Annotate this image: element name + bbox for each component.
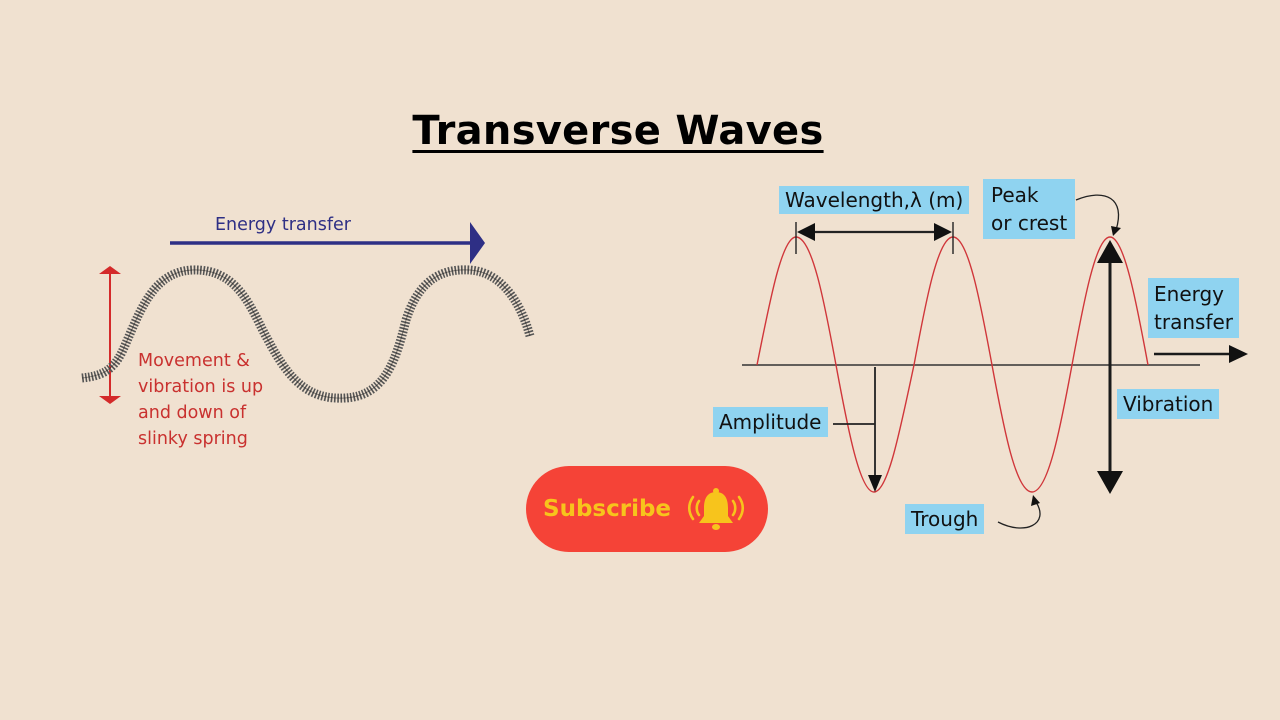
- peak-pointer: [1075, 194, 1121, 236]
- peak-label-line1: Peak: [991, 183, 1039, 207]
- description-line: Movement &: [138, 351, 250, 371]
- bell-ringing-icon: [685, 484, 747, 534]
- left-energy-transfer-arrow: [170, 222, 485, 264]
- subscribe-button[interactable]: Subscribe: [526, 466, 768, 552]
- left-energy-transfer-label: Energy transfer: [215, 215, 351, 235]
- movement-arrow: [99, 266, 121, 404]
- peak-label-line2: or crest: [991, 211, 1068, 235]
- vibration-label: Vibration: [1117, 389, 1220, 419]
- wavelength-label: Wavelength,λ (m): [779, 186, 970, 214]
- slinky-description: Movement & vibration is up and down of s…: [138, 348, 263, 452]
- vibration-arrow: [1097, 240, 1123, 494]
- amplitude-label: Amplitude: [713, 407, 828, 437]
- peak-label: Peak or crest: [983, 179, 1076, 239]
- right-energy-transfer-arrow: [1154, 345, 1248, 363]
- trough-label: Trough: [905, 504, 985, 534]
- page-title: Transverse Waves: [412, 108, 824, 154]
- wavelength-arrow: [795, 222, 954, 254]
- subscribe-label: Subscribe: [543, 496, 672, 522]
- energy-label-line1: Energy: [1154, 282, 1225, 306]
- energy-transfer-label: Energy transfer: [1148, 278, 1239, 338]
- slinky-spring: [81, 265, 535, 403]
- trough-pointer: [997, 495, 1041, 529]
- amplitude-arrow: [833, 367, 882, 492]
- description-line: vibration is up: [138, 377, 264, 397]
- description-line: slinky spring: [138, 429, 248, 449]
- description-line: and down of: [138, 403, 247, 423]
- energy-label-line2: transfer: [1154, 310, 1233, 334]
